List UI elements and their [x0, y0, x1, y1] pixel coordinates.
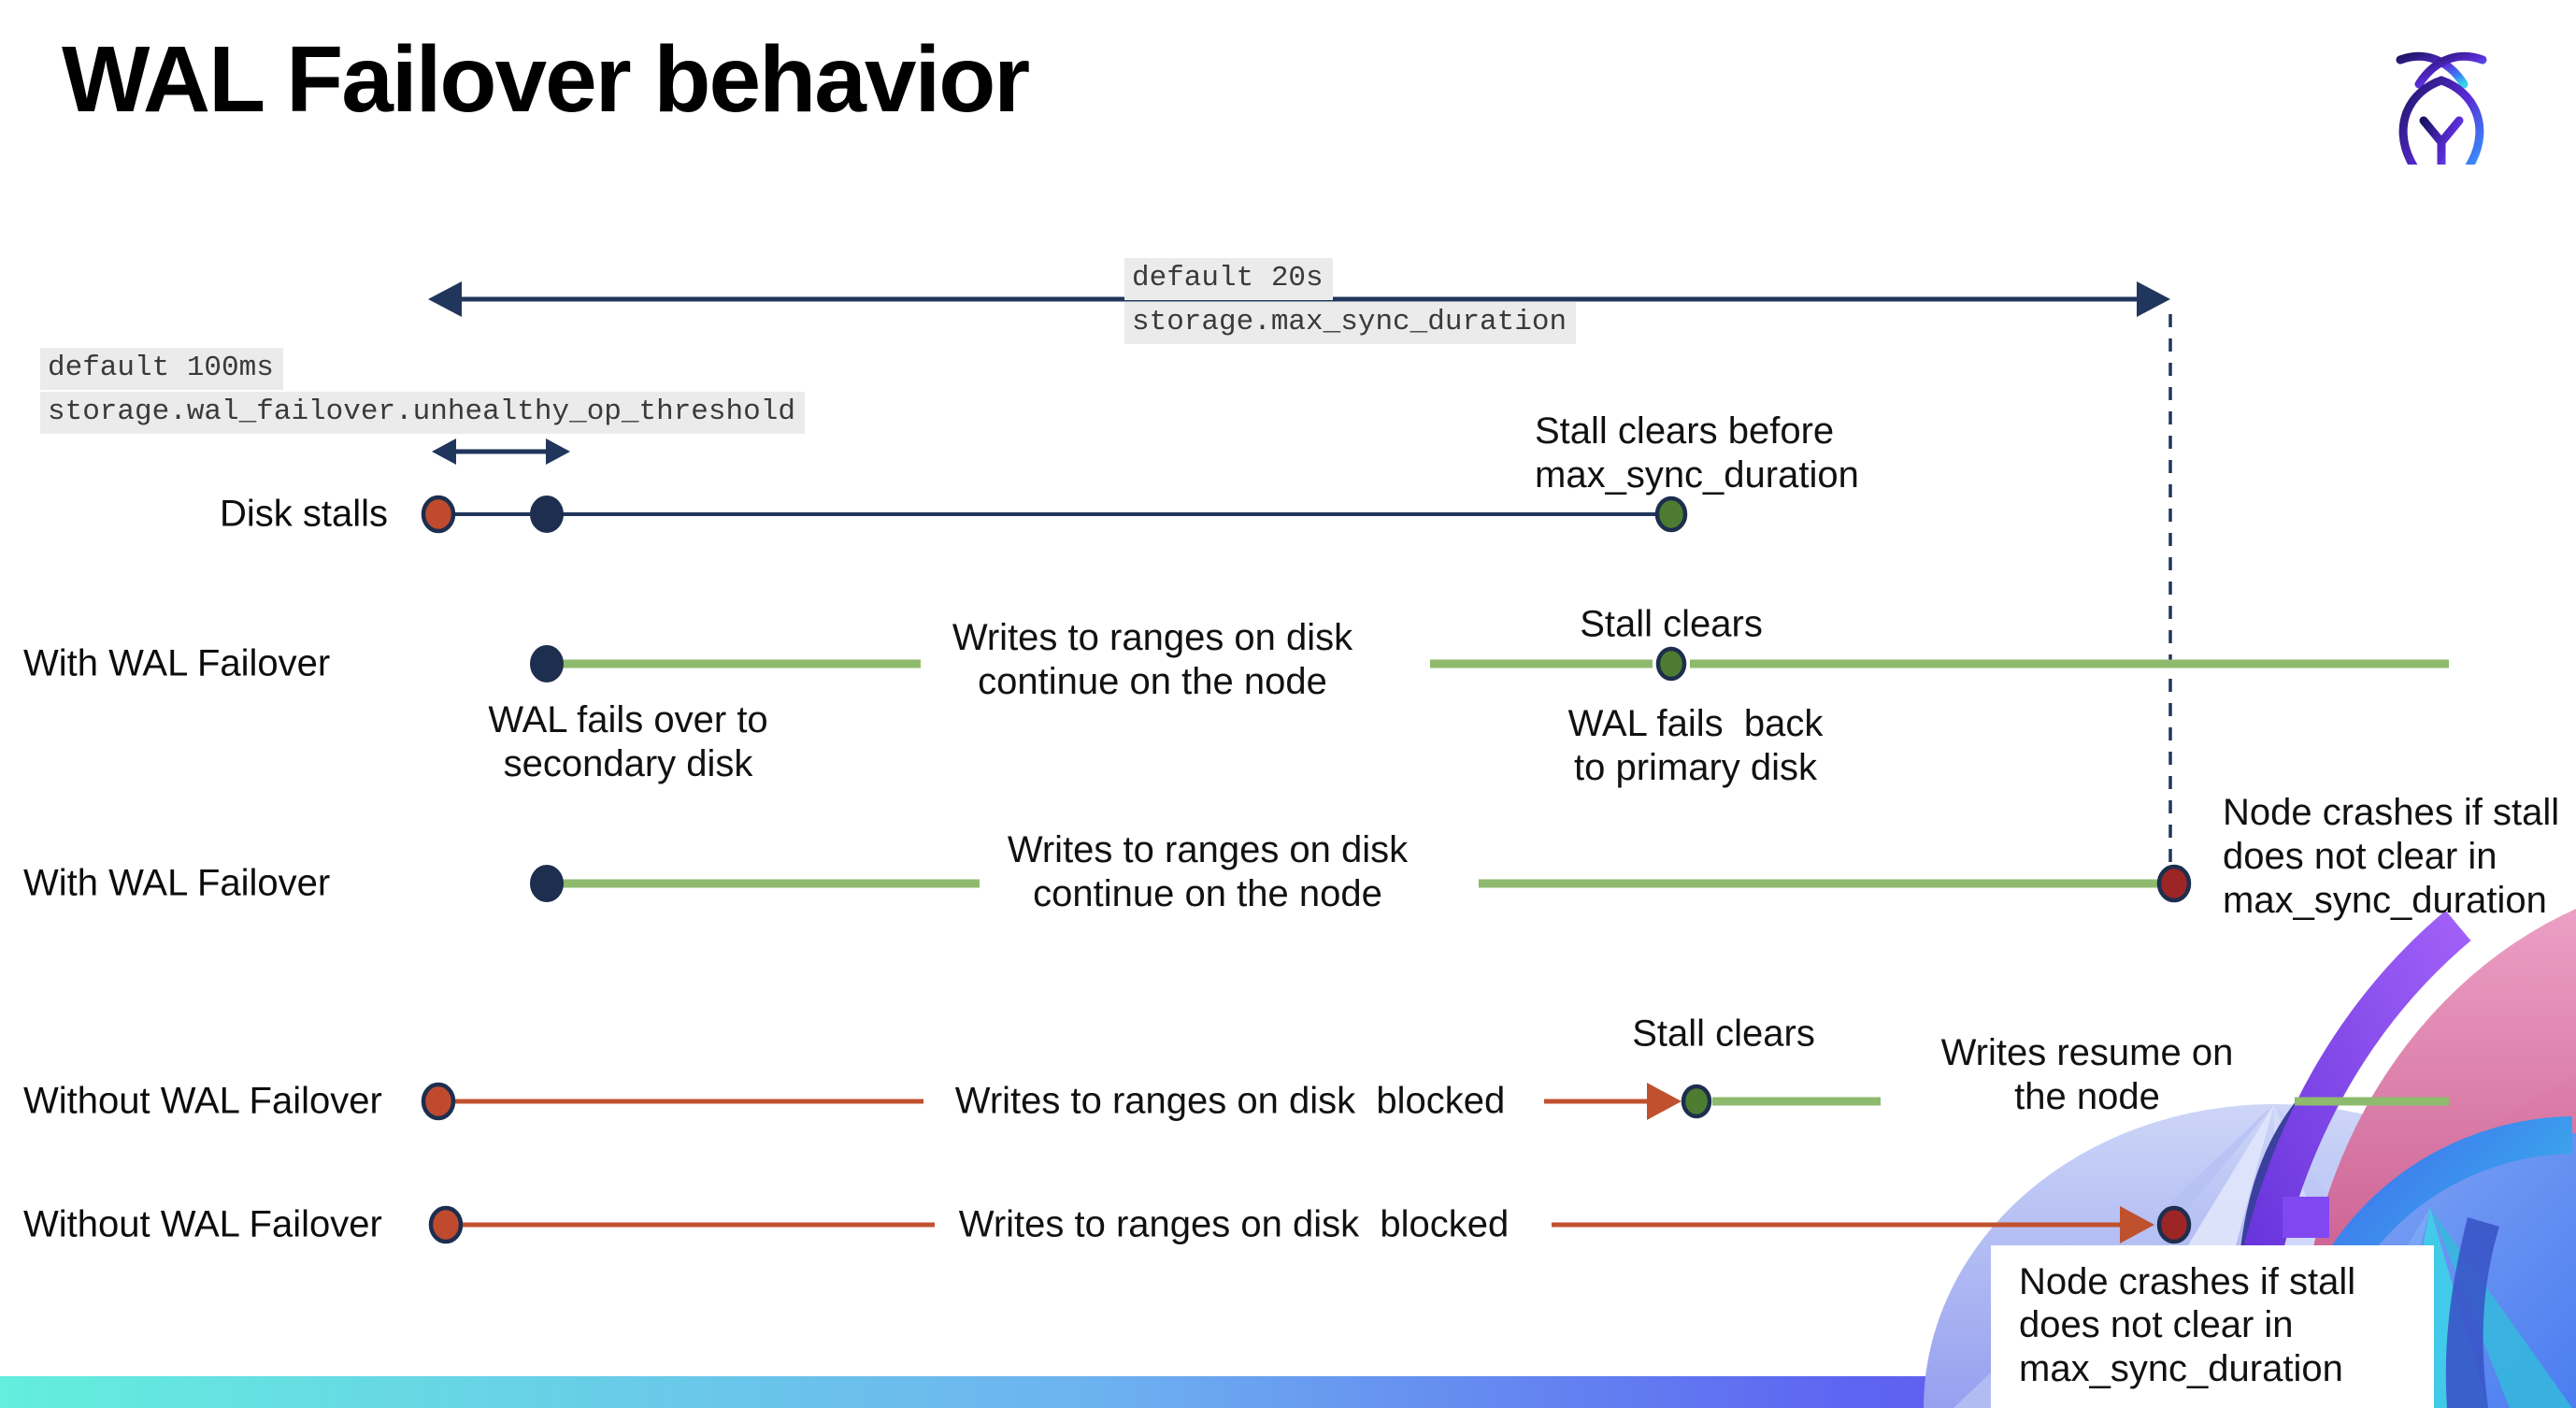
annotation-stall-clears-before: Stall clears before max_sync_duration	[1535, 410, 1859, 496]
config-label-unhealthy-op-threshold: default 100ms storage.wal_failover.unhea…	[40, 348, 805, 436]
annotation-writes-continue-row3: Writes to ranges on disk continue on the…	[1007, 829, 1409, 914]
config-label-max-sync-duration: default 20s storage.max_sync_duration	[1124, 258, 1577, 346]
disk-stall-start-dot	[428, 1205, 464, 1244]
node-crash-dot	[2156, 864, 2192, 903]
annotation-stall-clears-row4: Stall clears	[1632, 1013, 1815, 1055]
config-setting-name: storage.max_sync_duration	[1124, 302, 1577, 344]
config-default-value: default 100ms	[40, 348, 283, 390]
arrowhead-left	[428, 281, 462, 317]
failover-dot	[530, 865, 564, 902]
timeline-row-disk-stalls	[421, 495, 1688, 534]
node-crash-dot	[2156, 1205, 2192, 1244]
failover-dot	[530, 645, 564, 682]
red-arrowhead	[2120, 1206, 2154, 1243]
stall-clears-dot	[1681, 1084, 1712, 1119]
annotation-writes-blocked-row5: Writes to ranges on disk blocked	[958, 1203, 1510, 1245]
annotation-writes-resume: Writes resume on the node	[1940, 1032, 2234, 1117]
red-arrowhead	[1647, 1083, 1682, 1120]
arrowhead-right	[2137, 281, 2170, 317]
timeline-row-with-failover-clears	[530, 645, 2449, 682]
page-title: WAL Failover behavior	[62, 27, 1030, 132]
timeline-row-with-failover-crash	[530, 864, 2192, 903]
row-label-with-wal-failover-2: With WAL Failover	[23, 862, 331, 904]
row-label-without-wal-failover-1: Without WAL Failover	[23, 1080, 382, 1122]
stall-clears-dot	[1654, 496, 1688, 533]
annotation-wal-fails-over: WAL fails over to secondary disk	[488, 699, 768, 784]
annotation-writes-continue-row2: Writes to ranges on disk continue on the…	[952, 617, 1353, 702]
annotation-stall-clears-row2: Stall clears	[1580, 603, 1763, 645]
row-label-with-wal-failover-1: With WAL Failover	[23, 642, 331, 684]
config-setting-name: storage.wal_failover.unhealthy_op_thresh…	[40, 392, 805, 434]
row-label-disk-stalls: Disk stalls	[219, 493, 388, 535]
timeline-row-without-failover-clears	[421, 1082, 2449, 1121]
config-default-value: default 20s	[1124, 258, 1333, 300]
unhealthy-op-threshold-arrow	[432, 438, 570, 465]
failback-dot	[1655, 646, 1687, 682]
node-crash-callout-box: Node crashes if stall does not clear in …	[1991, 1245, 2434, 1408]
disk-stall-start-dot	[421, 1082, 456, 1121]
annotation-node-crashes-row5: Node crashes if stall does not clear in …	[2019, 1261, 2356, 1389]
timeline-row-without-failover-crash	[428, 1205, 2192, 1244]
row-label-without-wal-failover-2: Without WAL Failover	[23, 1203, 382, 1245]
annotation-wal-fails-back: WAL fails back to primary disk	[1567, 703, 1824, 788]
threshold-reached-dot	[530, 496, 564, 533]
annotation-node-crashes-row3: Node crashes if stall does not clear in …	[2223, 792, 2560, 922]
disk-stall-start-dot	[421, 495, 456, 534]
annotation-writes-blocked-row4: Writes to ranges on disk blocked	[954, 1080, 1506, 1122]
